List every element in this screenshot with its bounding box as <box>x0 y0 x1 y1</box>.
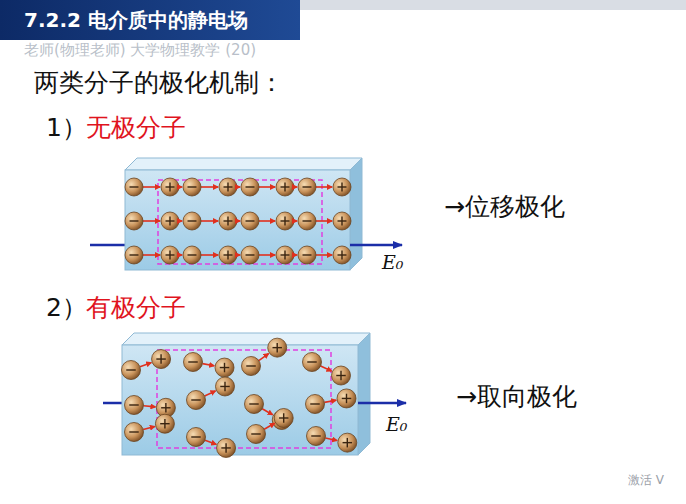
mechanism-label: →位移极化 <box>444 193 565 222</box>
field-label: E₀ <box>386 414 408 436</box>
section-heading: 两类分子的极化机制： <box>34 69 284 98</box>
item-number: 1） <box>46 114 87 143</box>
mechanism-label: →取向极化 <box>456 383 577 412</box>
nonpolar-molecules <box>125 178 351 264</box>
polar-molecules <box>122 338 357 457</box>
dielectric-slab <box>90 158 402 270</box>
slide-title: 7.2.2 电介质中的静电场 <box>24 7 248 34</box>
watermark: 老师(物理老师) 大学物理教学 (20) <box>24 42 256 59</box>
field-label: E₀ <box>382 252 404 274</box>
watermark: 激活 V <box>628 474 664 488</box>
item-heading: 无极分子 <box>86 114 186 143</box>
item-number: 2） <box>46 294 87 323</box>
item-heading: 有极分子 <box>86 294 186 323</box>
header-bar <box>0 0 300 40</box>
dielectric-slab <box>103 333 406 455</box>
